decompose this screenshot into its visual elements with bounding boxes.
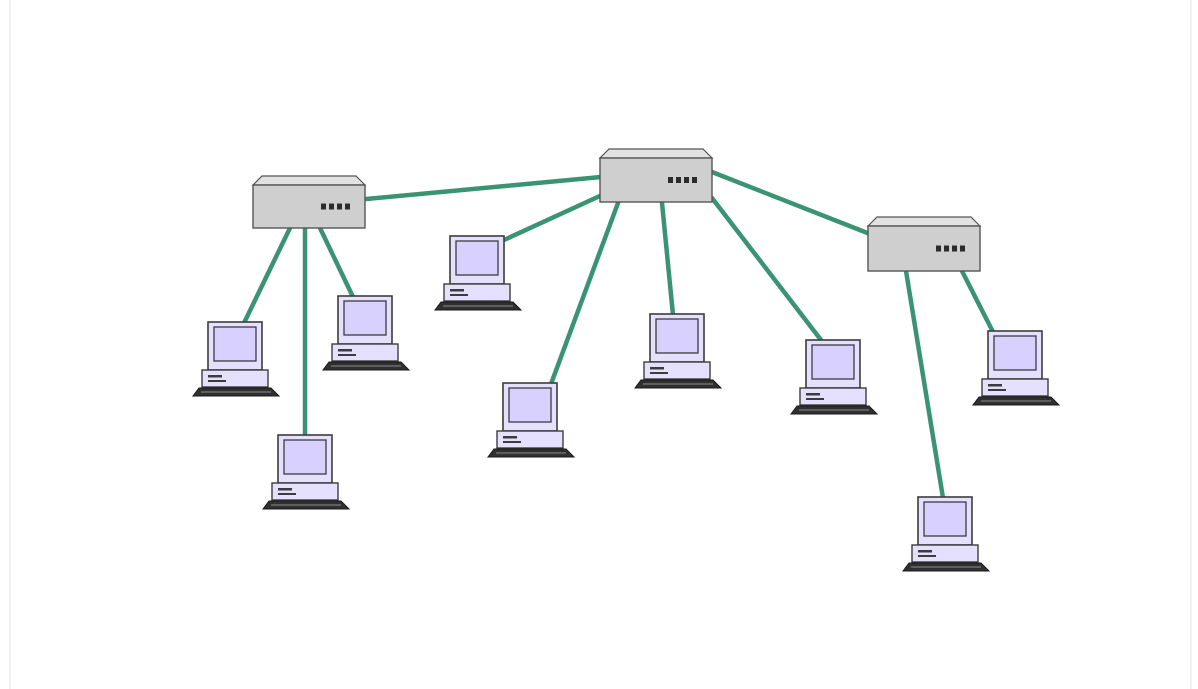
hub-port-light (321, 203, 326, 210)
system-unit (981, 378, 1049, 397)
drive-slot (503, 436, 517, 439)
monitor-screen (655, 318, 699, 354)
hub-port-light (345, 203, 350, 210)
drive-slot (806, 393, 820, 396)
hub-port-light (676, 177, 681, 183)
system-unit (331, 343, 399, 362)
hub-port-light (960, 245, 965, 252)
hub-right-network-hub-icon (866, 216, 982, 272)
monitor-screen (213, 326, 257, 362)
hub-left-network-hub-icon (251, 175, 367, 229)
frame-right-edge (1190, 0, 1192, 689)
drive-slot (650, 367, 664, 370)
drive-slot-2 (503, 441, 521, 443)
hub-port-light (952, 245, 957, 252)
link-hub-right-pc-9 (959, 268, 996, 335)
hub-port-light (944, 245, 949, 252)
pc-5-desktop-computer-icon (487, 382, 576, 458)
hubs-layer (251, 148, 982, 272)
drive-slot (208, 375, 222, 378)
system-unit (911, 544, 979, 563)
drive-slot (918, 550, 932, 553)
drive-slot-2 (208, 380, 226, 382)
monitor-screen (811, 344, 855, 380)
hub-port-light (329, 203, 334, 210)
hub-port-light (692, 177, 697, 183)
drive-slot-2 (988, 389, 1006, 391)
drive-slot-2 (650, 372, 668, 374)
link-hub-center-pc-4 (501, 192, 605, 243)
drive-slot (988, 384, 1002, 387)
link-hub-left-pc-1 (241, 225, 293, 326)
monitor-screen (993, 335, 1037, 371)
link-hub-center-pc-6 (659, 200, 676, 318)
computers-layer (192, 235, 1061, 572)
monitor-screen (343, 300, 387, 336)
drive-slot-2 (278, 493, 296, 495)
link-hub-left-hub-center (363, 174, 604, 202)
system-unit (443, 283, 511, 302)
links-layer (241, 169, 996, 501)
pc-8-desktop-computer-icon (902, 496, 991, 572)
hub-port-light (684, 177, 689, 183)
system-unit (201, 369, 269, 388)
hub-port-light (337, 203, 342, 210)
hub-port-light (668, 177, 673, 183)
link-hub-center-hub-right (709, 169, 873, 237)
link-hub-left-pc-3 (317, 225, 356, 300)
drive-slot-2 (338, 354, 356, 356)
monitor-screen (283, 439, 327, 475)
hub-port-light (936, 245, 941, 252)
system-unit (799, 387, 867, 406)
system-unit (271, 482, 339, 501)
drive-slot (338, 349, 352, 352)
pc-4-desktop-computer-icon (434, 235, 523, 311)
pc-3-desktop-computer-icon (322, 295, 411, 371)
hub-top-face (598, 148, 714, 159)
pc-6-desktop-computer-icon (634, 313, 723, 389)
monitor-screen (455, 240, 499, 276)
drive-slot-2 (918, 555, 936, 557)
system-unit (643, 361, 711, 380)
hub-top-face (866, 216, 982, 227)
link-hub-right-pc-8 (903, 268, 946, 501)
frame-left-edge (9, 0, 11, 689)
drive-slot-2 (806, 398, 824, 400)
monitor-screen (923, 501, 967, 537)
drive-slot (450, 289, 464, 292)
link-hub-center-pc-5 (548, 200, 621, 387)
pc-7-desktop-computer-icon (790, 339, 879, 415)
drive-slot (278, 488, 292, 491)
link-hub-center-pc-7 (709, 195, 824, 343)
pc-2-desktop-computer-icon (262, 434, 351, 510)
system-unit (496, 430, 564, 449)
hub-center-network-hub-icon (598, 148, 714, 203)
hub-top-face (251, 175, 367, 186)
monitor-screen (508, 387, 552, 423)
pc-9-desktop-computer-icon (972, 330, 1061, 406)
drive-slot-2 (450, 294, 468, 296)
pc-1-desktop-computer-icon (192, 321, 281, 397)
